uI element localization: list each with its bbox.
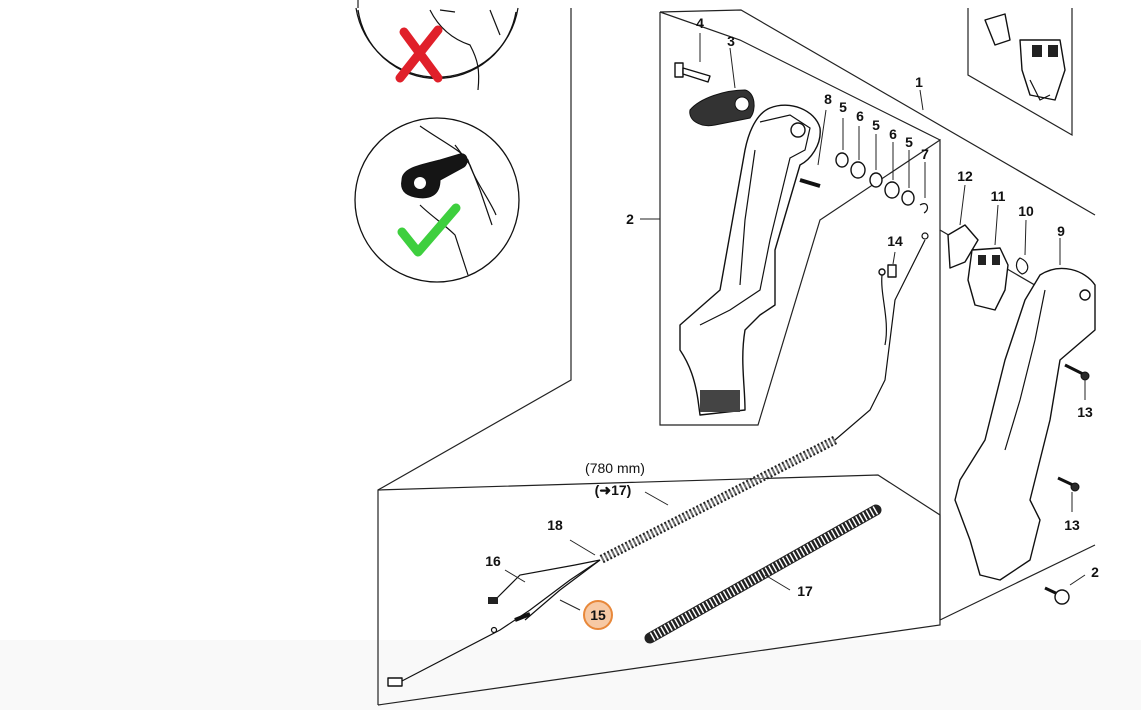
callout-13b[interactable]: 13 <box>1064 517 1080 533</box>
callout-7[interactable]: 7 <box>921 146 929 162</box>
handle-shell-part-2 <box>640 104 821 416</box>
callout-5a[interactable]: 5 <box>839 99 847 115</box>
screws-part-13 <box>1057 363 1090 512</box>
inset-panel-top-right <box>967 8 1073 137</box>
callout-5c[interactable]: 5 <box>905 134 913 150</box>
switch-assembly-small <box>984 13 1066 101</box>
cable-ref-note: (➜17) <box>595 482 632 498</box>
cross-icon <box>395 25 443 83</box>
callout-9[interactable]: 9 <box>1057 223 1065 239</box>
callout-2-edge[interactable]: 2 <box>1091 564 1099 580</box>
callout-3[interactable]: 3 <box>727 33 735 49</box>
callout-16[interactable]: 16 <box>485 553 501 569</box>
cable-group-frame <box>377 474 941 706</box>
handle-shell-part-9 <box>954 238 1096 581</box>
callout-10[interactable]: 10 <box>1018 203 1034 219</box>
callout-6a[interactable]: 6 <box>856 108 864 124</box>
connector-part-14 <box>834 232 929 441</box>
switch-parts <box>947 184 1029 311</box>
lever-part <box>401 153 468 199</box>
callout-6b[interactable]: 6 <box>889 126 897 142</box>
check-icon <box>397 203 461 257</box>
callout-15[interactable]: 15 <box>590 607 606 623</box>
corrugated-tube-part-17 <box>644 504 882 644</box>
callout-1[interactable]: 1 <box>915 74 923 90</box>
washer-stack <box>835 118 929 214</box>
callout-17[interactable]: 17 <box>797 583 813 599</box>
callout-2[interactable]: 2 <box>626 211 634 227</box>
bottom-fade <box>0 640 1141 710</box>
callout-8[interactable]: 8 <box>824 91 832 107</box>
callout-12[interactable]: 12 <box>957 168 973 184</box>
cable-length-note: (780 mm) <box>585 460 645 476</box>
callout-18[interactable]: 18 <box>547 517 563 533</box>
callout-11[interactable]: 11 <box>991 188 1006 204</box>
lever-part-3 <box>689 47 755 127</box>
detail-circle-wrong <box>355 7 519 91</box>
callout-5b[interactable]: 5 <box>872 117 880 133</box>
leader-1 <box>919 89 924 111</box>
detail-circle-correct <box>354 117 520 283</box>
inset-panel-top-left <box>354 0 572 705</box>
callout-13a[interactable]: 13 <box>1077 404 1093 420</box>
highlight-circle-15[interactable] <box>583 600 613 630</box>
screw-bottom-right <box>1044 574 1086 605</box>
pin-part-8 <box>799 109 827 188</box>
screw-part-4 <box>674 33 711 83</box>
callout-4[interactable]: 4 <box>696 15 704 31</box>
callout-labels: 4 3 1 8 5 6 5 6 5 7 2 12 11 10 9 14 13 1… <box>485 15 1099 623</box>
cable-assembly-18 <box>387 435 838 687</box>
callout-14[interactable]: 14 <box>887 233 903 249</box>
handle-group-frame <box>659 9 1096 621</box>
